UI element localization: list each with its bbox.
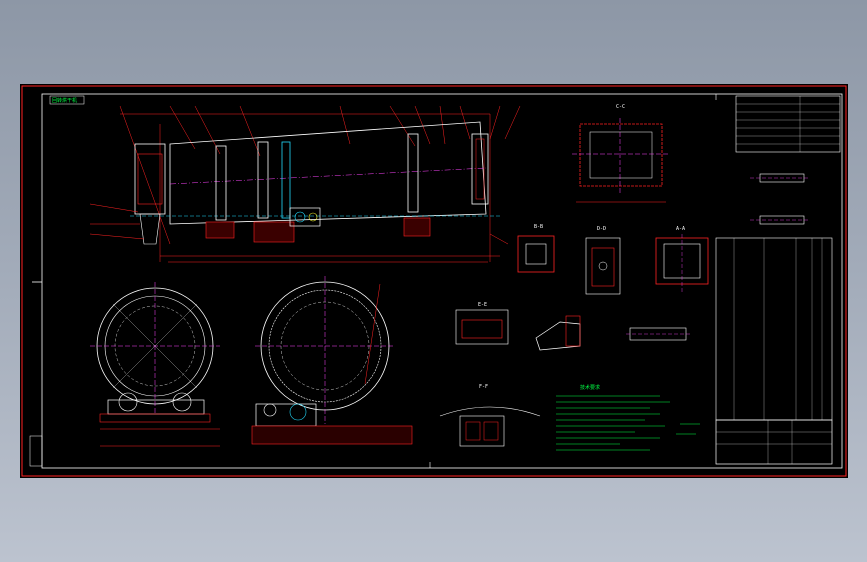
revision-block [735,95,841,153]
main-elevation-view [89,105,521,263]
section-aa-label: A-A [676,226,686,232]
shaft-details [750,173,810,225]
section-ff-view [439,406,541,447]
side-strip [29,435,43,467]
section-ee-view [455,309,509,345]
section-cc-label: C-C [616,104,626,110]
parts-list-table [715,237,833,421]
section-ff-label: F-F [479,384,489,390]
title-block [715,419,833,465]
tyre-end-view [90,282,220,447]
sheet-outer-border [21,85,847,477]
section-dd-label: D-D [597,226,607,232]
section-bb-label: B-B [534,224,544,230]
drawing-canvas [21,85,847,477]
section-ee-label: E-E [478,302,488,308]
detail-beam-view [626,327,692,341]
sheet-inner-frame [41,93,843,469]
section-dd-view [585,237,621,295]
section-aa-view [655,234,709,294]
detail-wedge-view [535,315,581,351]
section-cc-view [572,118,670,203]
gear-end-view [251,276,413,445]
notes-title: 技术要求 [580,385,601,391]
section-bb-view [517,235,555,273]
cad-viewport[interactable]: 回转烘干机 C-C B-B D-D A-A E-E F-F 技术要求 [20,84,848,478]
drawing-stamp: 回转烘干机 [52,98,78,104]
technical-notes [556,395,700,451]
